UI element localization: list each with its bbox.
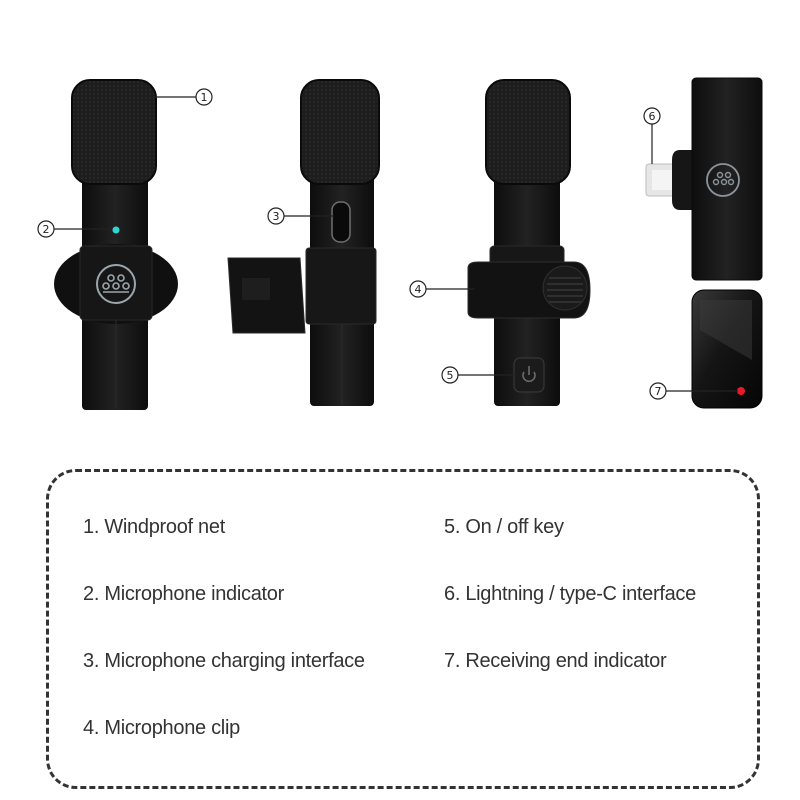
callout-5: 5 (441, 366, 459, 384)
receiving-end-indicator-light (737, 387, 745, 395)
svg-text:7: 7 (655, 385, 662, 398)
callout-4: 4 (409, 280, 427, 298)
legend-box (46, 469, 760, 789)
svg-text:2: 2 (43, 223, 50, 236)
svg-text:5: 5 (447, 369, 454, 382)
svg-text:4: 4 (415, 283, 422, 296)
brand-logo-icon (706, 163, 740, 197)
brand-logo-icon (96, 264, 136, 304)
microphone-back-view (467, 79, 591, 406)
legend-item-receiving-indicator: 7. Receiving end indicator (444, 650, 667, 672)
svg-text:1: 1 (201, 91, 208, 104)
receiver-body (691, 77, 763, 281)
power-icon (522, 366, 536, 383)
receiver-top-view (645, 77, 763, 281)
callout-2: 2 (37, 220, 55, 238)
legend-item-lightning-type-c: 6. Lightning / type-C interface (444, 583, 696, 605)
mic-clip (305, 247, 377, 325)
callout-1: 1 (195, 88, 213, 106)
microphone-side-view (227, 79, 380, 406)
legend-item-windproof-net: 1. Windproof net (83, 516, 225, 538)
legend-item-on-off-key: 5. On / off key (444, 516, 564, 538)
receiver-cap-view (691, 289, 763, 409)
legend-item-microphone-indicator: 2. Microphone indicator (83, 583, 284, 605)
clip-grip-ridges (542, 265, 588, 311)
legend-item-charging-interface: 3. Microphone charging interface (83, 650, 365, 672)
callout-6: 6 (643, 107, 661, 125)
callout-lines (54, 96, 738, 392)
callout-markers: 1 2 3 4 5 6 7 (37, 88, 667, 400)
callout-3: 3 (267, 207, 285, 225)
product-diagram: 1 2 3 4 5 6 7 (37, 77, 763, 410)
microphone-front-view (54, 79, 178, 410)
windproof-net (485, 79, 571, 185)
callout-7: 7 (649, 382, 667, 400)
windproof-net (71, 79, 157, 185)
mic-indicator-light (112, 226, 120, 234)
svg-text:6: 6 (649, 110, 656, 123)
windproof-net (300, 79, 380, 185)
svg-text:3: 3 (273, 210, 280, 223)
usb-c-port-icon (331, 201, 351, 243)
legend-item-microphone-clip: 4. Microphone clip (83, 717, 240, 739)
